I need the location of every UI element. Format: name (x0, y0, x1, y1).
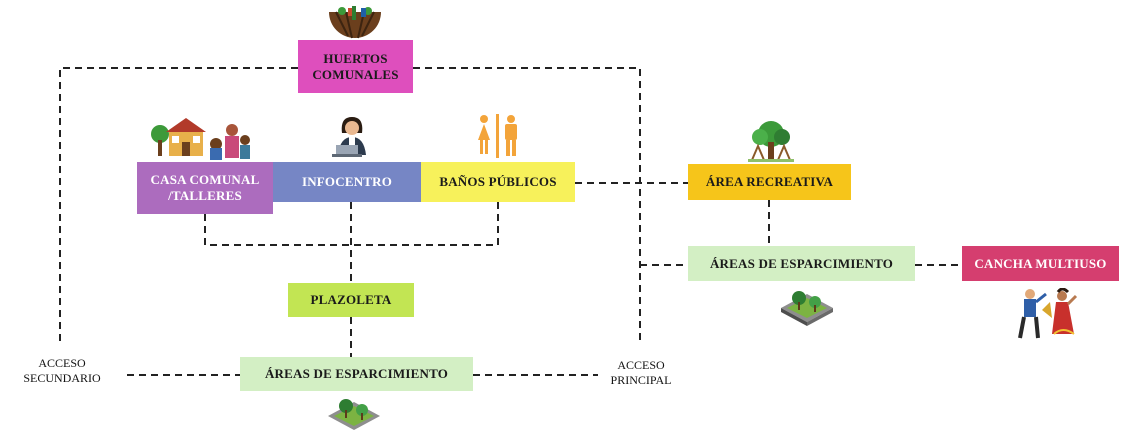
computer-user-icon (332, 117, 366, 157)
garden-icon (329, 6, 381, 39)
dancers-icon (1018, 288, 1078, 339)
park-tile-icon (328, 399, 380, 430)
tree-swing-icon (748, 121, 794, 162)
acceso-principal-label: ACCESO PRINCIPAL (610, 358, 672, 387)
node-label: CASA COMUNAL /TALLERES (150, 172, 260, 203)
node-label: ÁREAS DE ESPARCIMIENTO (264, 366, 449, 381)
node-casa-comunal[interactable]: CASA COMUNAL /TALLERES (137, 162, 273, 214)
node-areas-esparcimiento-main[interactable]: ÁREAS DE ESPARCIMIENTO (240, 357, 473, 391)
node-label: HUERTOS COMUNALES (312, 50, 399, 82)
node-area-recreativa[interactable]: ÁREA RECREATIVA (688, 164, 851, 200)
restroom-icon (478, 114, 517, 158)
node-areas-esparcimiento-right[interactable]: ÁREAS DE ESPARCIMIENTO (688, 246, 915, 281)
node-infocentro[interactable]: INFOCENTRO (273, 162, 421, 202)
node-label: INFOCENTRO (301, 174, 393, 189)
node-banos-publicos[interactable]: BAÑOS PÚBLICOS (421, 162, 575, 202)
node-label: BAÑOS PÚBLICOS (439, 174, 557, 189)
node-label: ÁREAS DE ESPARCIMIENTO (709, 255, 894, 271)
node-label: PLAZOLETA (310, 292, 392, 307)
connector-huertos-left (59, 67, 298, 345)
node-plazoleta[interactable]: PLAZOLETA (288, 283, 414, 317)
node-label: CANCHA MULTIUSO (974, 255, 1107, 271)
node-label: ÁREA RECREATIVA (705, 174, 834, 189)
community-house-icon (151, 118, 250, 160)
connector-huertos-right (413, 67, 641, 345)
node-huertos-comunales[interactable]: HUERTOS COMUNALES (298, 40, 413, 93)
node-cancha-multiuso[interactable]: CANCHA MULTIUSO (962, 246, 1119, 281)
park-tile-icon (781, 291, 833, 326)
acceso-secundario-label: ACCESO SECUNDARIO (23, 356, 101, 385)
